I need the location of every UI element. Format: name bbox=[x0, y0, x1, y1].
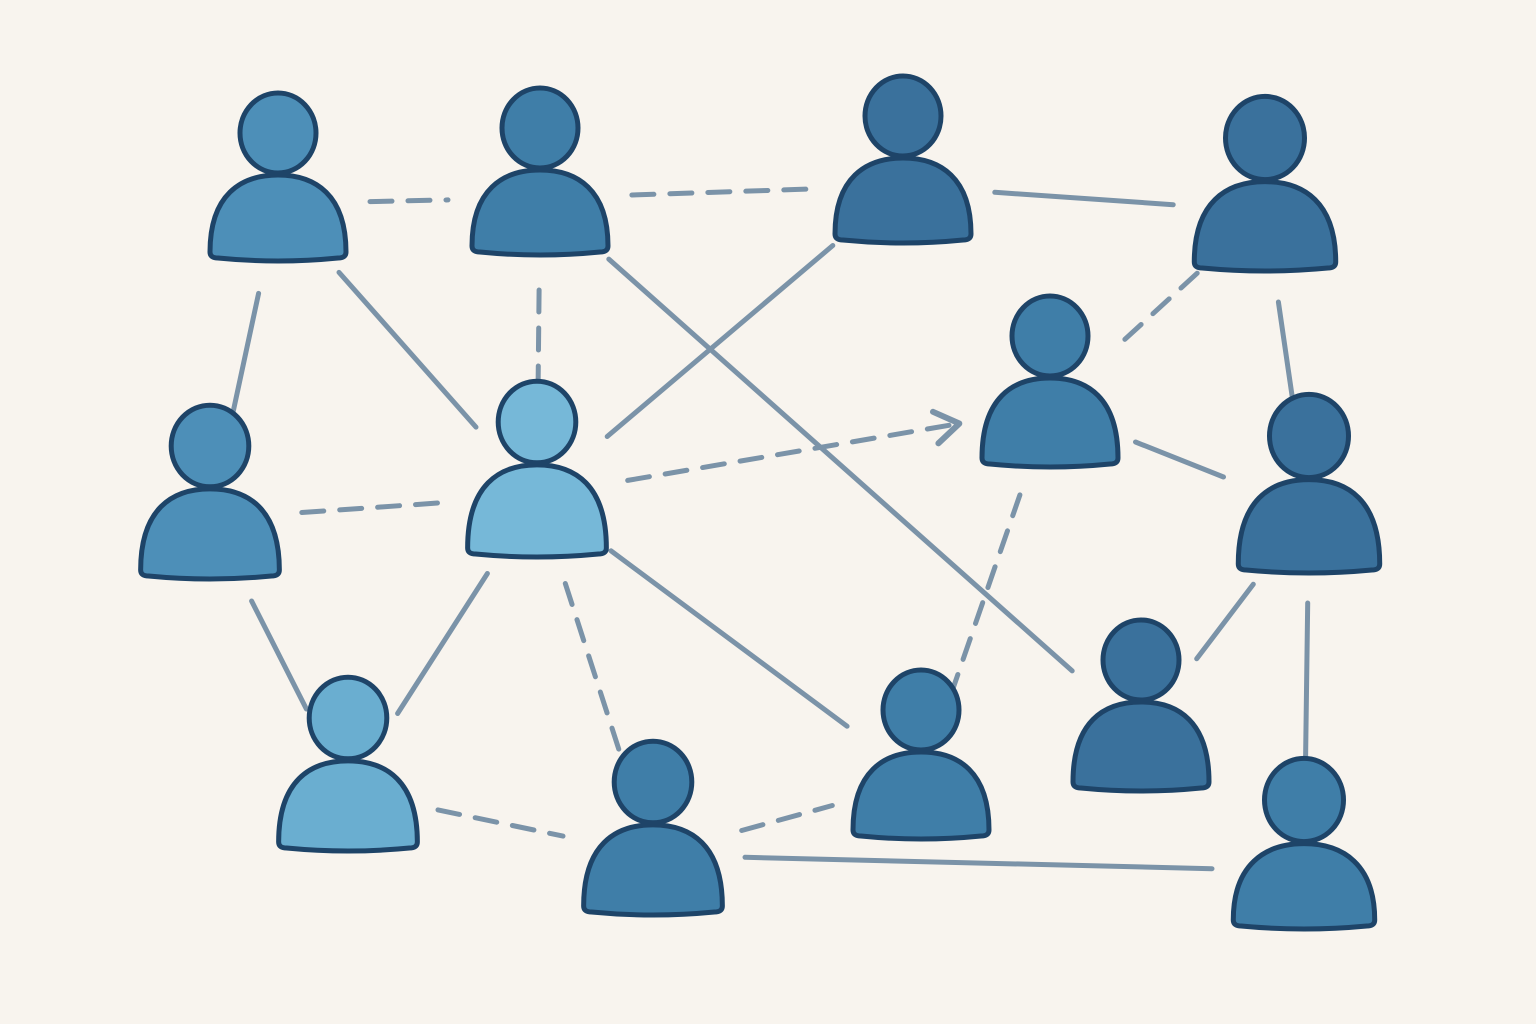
person-head bbox=[1100, 617, 1182, 703]
person-icon-p11 bbox=[850, 667, 992, 842]
person-body bbox=[581, 822, 725, 918]
person-body bbox=[1191, 179, 1339, 274]
person-icon-p7 bbox=[979, 293, 1121, 470]
person-body bbox=[979, 375, 1121, 470]
person-body bbox=[1070, 699, 1212, 794]
person-layer bbox=[138, 73, 1383, 932]
person-body bbox=[1235, 477, 1383, 576]
person-icon-p3 bbox=[832, 73, 974, 246]
person-body bbox=[465, 462, 609, 560]
connection-p6-p10-dashed bbox=[562, 581, 628, 770]
person-head bbox=[306, 674, 390, 762]
connection-p2-p3-dashed bbox=[629, 186, 814, 198]
connection-p5-p6-dashed bbox=[299, 500, 448, 515]
person-head bbox=[1223, 93, 1307, 183]
person-body bbox=[469, 167, 611, 258]
person-icon-p1 bbox=[207, 90, 349, 264]
person-head bbox=[1009, 293, 1091, 379]
person-body bbox=[138, 486, 282, 582]
person-head bbox=[880, 667, 962, 753]
connection-p8-p12-solid bbox=[1194, 581, 1256, 662]
connection-p7-p8-solid bbox=[1133, 439, 1226, 480]
person-head bbox=[237, 90, 319, 176]
person-head bbox=[611, 738, 695, 826]
connection-p8-p13-solid bbox=[1302, 600, 1311, 782]
person-icon-p12 bbox=[1070, 617, 1212, 794]
person-body bbox=[1230, 841, 1378, 932]
person-head bbox=[1262, 755, 1346, 845]
person-head bbox=[862, 73, 944, 159]
connection-p3-p4-solid bbox=[992, 189, 1176, 208]
connection-p9-p10-dashed bbox=[435, 807, 566, 839]
person-icon-p4 bbox=[1191, 93, 1339, 274]
connection-p1-p6-solid bbox=[336, 269, 479, 430]
person-body bbox=[832, 155, 974, 246]
person-icon-p8 bbox=[1235, 391, 1383, 576]
person-icon-p5 bbox=[138, 402, 282, 582]
person-body bbox=[276, 758, 420, 854]
connection-p7-p11-dashed bbox=[948, 492, 1023, 697]
connection-p1-p2-dashed bbox=[367, 197, 451, 205]
connection-layer bbox=[226, 186, 1311, 872]
connection-p5-p9-solid bbox=[249, 598, 309, 712]
person-head bbox=[499, 85, 581, 171]
connection-p1-p5-solid bbox=[226, 290, 262, 432]
person-icon-p9 bbox=[276, 674, 420, 854]
connection-p10-p13-solid bbox=[742, 854, 1215, 872]
person-icon-p6 bbox=[465, 378, 609, 560]
person-body bbox=[850, 749, 992, 842]
person-head bbox=[495, 378, 579, 466]
connection-p6-p9-solid bbox=[395, 571, 490, 716]
connection-p4-p7-dashed bbox=[1115, 270, 1200, 349]
connection-p6-p7-dashed bbox=[625, 408, 963, 483]
person-icon-p10 bbox=[581, 738, 725, 918]
person-icon-p13 bbox=[1230, 755, 1378, 932]
connection-p6-p11-solid bbox=[608, 548, 850, 729]
connection-p10-p11-dashed bbox=[739, 803, 835, 833]
person-head bbox=[1267, 391, 1351, 481]
connection-p3-p6-solid bbox=[604, 243, 836, 439]
person-icon-p2 bbox=[469, 85, 611, 258]
person-head bbox=[168, 402, 252, 490]
person-body bbox=[207, 172, 349, 264]
connection-p2-p12-solid bbox=[606, 256, 1075, 674]
